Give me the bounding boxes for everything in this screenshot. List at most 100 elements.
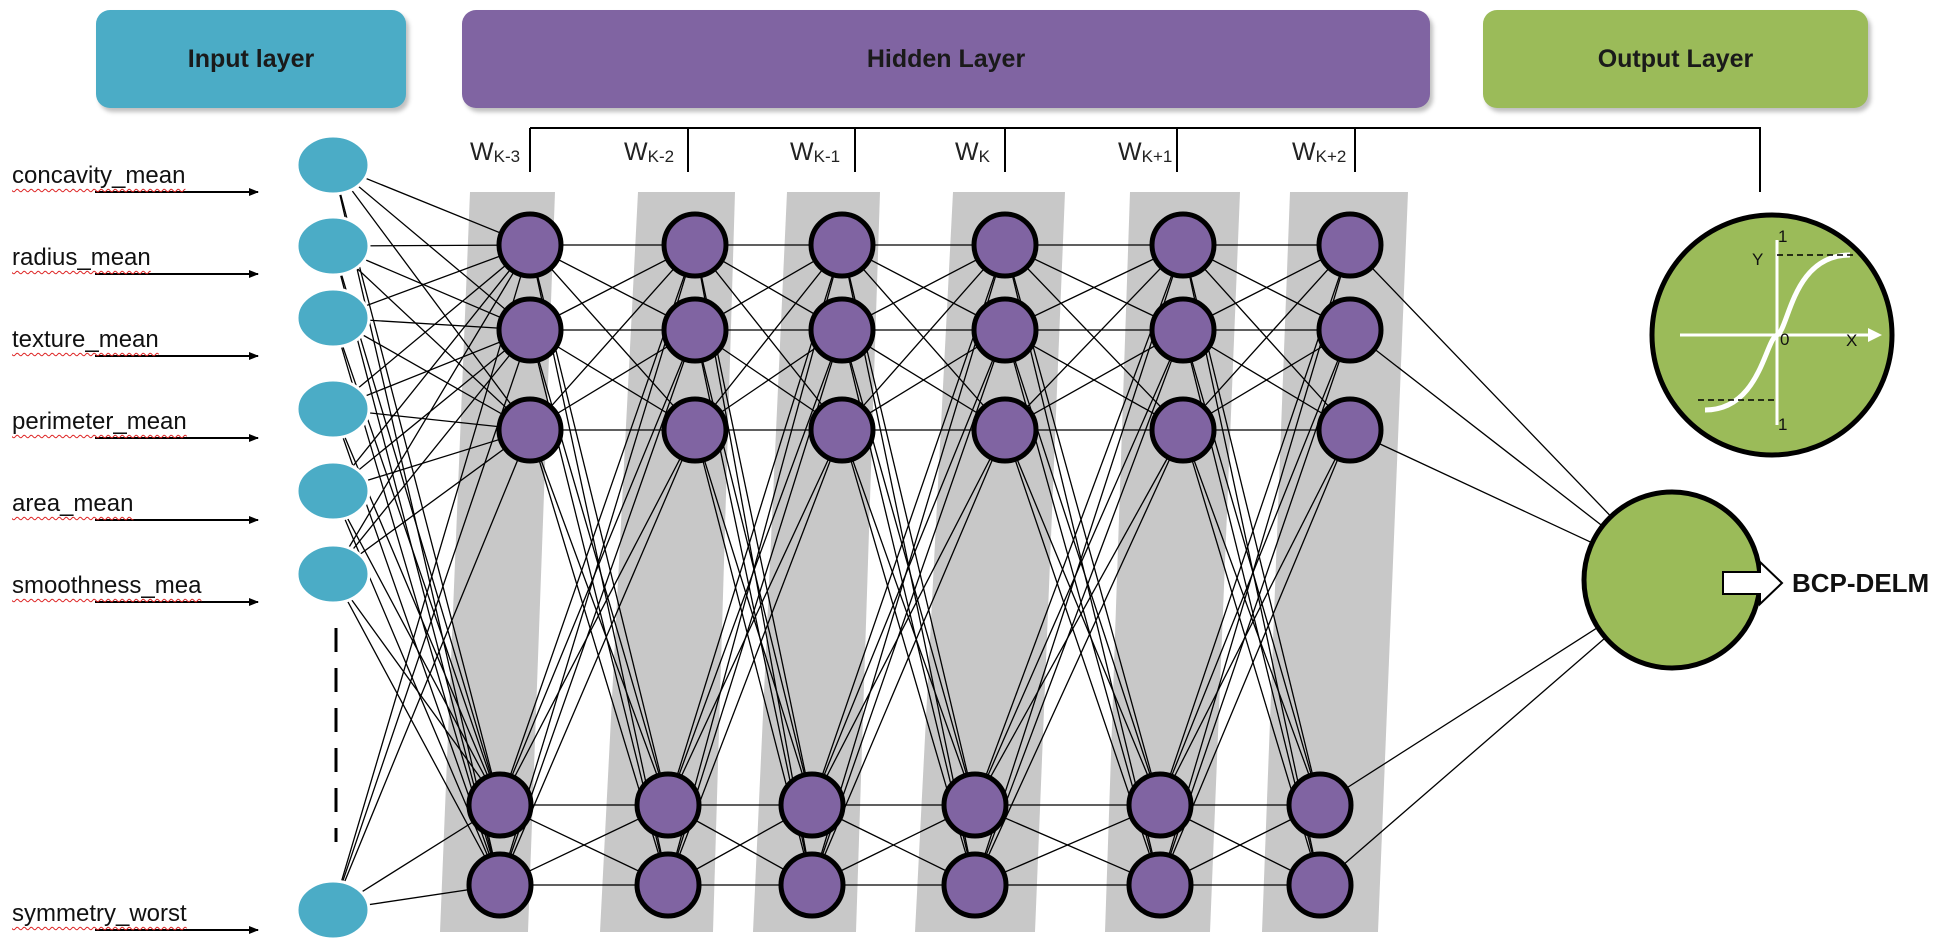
hidden-node [496,296,564,364]
activation-top-value: 1 [1778,227,1787,246]
hidden-node [466,771,534,839]
weight-label: WK+1 [1118,138,1173,166]
connection-line [499,329,696,806]
connection-line [332,490,501,806]
connection-line [811,244,1006,886]
hidden-node [1316,211,1384,279]
hidden-node [971,296,1039,364]
output-arrow-icon [1722,559,1784,607]
hidden-node [971,211,1039,279]
connection-line [841,244,1006,431]
activation-y-label: Y [1752,250,1763,269]
input-node [295,378,371,440]
input-layer-header: Input layer [96,10,406,108]
hidden-layer-header: Hidden Layer [462,10,1430,108]
hidden-node [971,396,1039,464]
connection-line [332,429,531,575]
connection-line [1159,429,1351,806]
connection-line [1004,329,1184,431]
connection-line [332,244,531,410]
feature-label: concavity_mean [12,162,186,189]
connection-line [1004,244,1184,431]
sigmoid-curve [1704,252,1851,413]
hidden-node [1286,771,1354,839]
connection-line [499,244,696,886]
connection-line [694,244,843,431]
hidden-node [1126,851,1194,919]
connection-line [332,244,531,492]
weight-bracket [529,127,1761,192]
hidden-node [661,396,729,464]
connection-line [1004,244,1161,886]
hidden-node [941,851,1009,919]
hidden-node [496,211,564,279]
hidden-node [1316,396,1384,464]
output-layer-header: Output Layer [1483,10,1868,108]
connection-line [974,329,1184,806]
connection-line [332,329,531,575]
hidden-node [1286,851,1354,919]
feature-label: perimeter_mean [12,408,187,435]
connection-line [332,164,531,331]
connection-line [667,429,843,806]
connection-line [1159,329,1351,806]
feature-label: area_mean [12,490,134,517]
hidden-node [778,771,846,839]
activation-origin: 0 [1780,330,1789,349]
connection-line [667,244,843,886]
hidden-column-band [753,192,880,932]
connection-line [811,329,1006,806]
connection-line [332,164,531,431]
feature-label: texture_mean [12,326,159,353]
connection-line [529,429,669,806]
hidden-node [661,211,729,279]
weight-bracket-line [530,127,1761,192]
input-node [295,879,371,941]
connection-line [1182,244,1351,431]
weight-label: WK-2 [624,138,675,166]
hidden-column-band [1105,192,1240,932]
connection-line [332,245,501,806]
weight-label: WK [955,138,990,166]
connection-line [332,244,531,575]
hidden-node [941,771,1009,839]
hidden-node [661,296,729,364]
connection-line [332,573,501,806]
hidden-node [778,851,846,919]
hidden-node [808,296,876,364]
input-node [295,460,371,522]
hidden-node [634,771,702,839]
connection-line [974,329,1184,886]
input-node [295,134,371,196]
weight-label: WK+2 [1292,138,1347,166]
connection-line [529,244,696,431]
connection-line [499,429,696,806]
hidden-node [1149,211,1217,279]
feature-label: symmetry_worst [12,900,187,927]
connection-line [499,244,696,806]
activation-x-label: X [1846,331,1857,350]
hidden-node [496,396,564,464]
input-node [295,287,371,349]
hidden-node [808,211,876,279]
nodes [295,134,1763,941]
hidden-node [1149,296,1217,364]
connection-line [332,244,531,911]
connection-line [811,429,1006,806]
hidden-column-band [915,192,1065,932]
connection-line [332,573,501,886]
connection-line [667,329,843,806]
weight-label: WK-3 [470,138,521,166]
hidden-node [808,396,876,464]
connection-line [694,429,813,806]
input-node [295,543,371,605]
hidden-node [1316,296,1384,364]
hidden-node [634,851,702,919]
connection-line [332,245,531,431]
connection-line [974,804,1161,886]
connection-line [332,429,531,911]
connection-line [332,317,531,431]
connection-line [974,429,1184,886]
connection-line [1004,429,1161,806]
